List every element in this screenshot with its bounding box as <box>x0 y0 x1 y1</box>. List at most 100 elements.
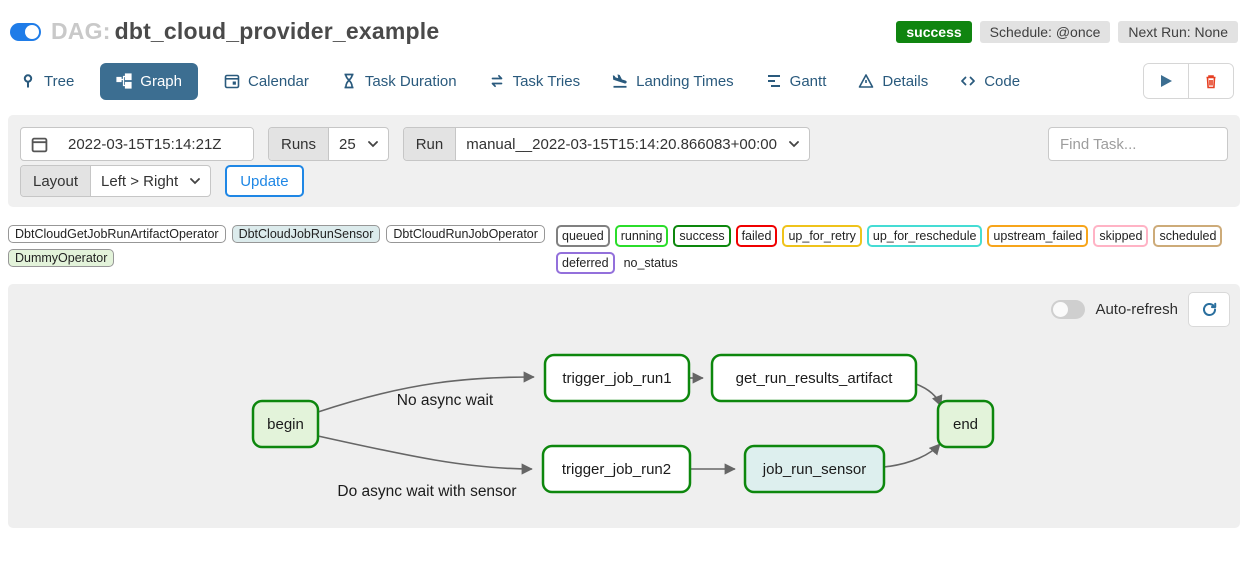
chevron-down-icon <box>190 177 201 184</box>
status-legend: queued running success failed up_for_ret… <box>556 225 1240 274</box>
legend-status[interactable]: up_for_reschedule <box>866 225 983 247</box>
tab-calendar[interactable]: Calendar <box>224 73 309 90</box>
tab-label: Landing Times <box>636 72 734 90</box>
layout-value: Left > Right <box>101 172 179 190</box>
refresh-button[interactable] <box>1188 292 1230 327</box>
no-status-label: no_status <box>623 256 678 270</box>
tree-icon <box>23 74 33 88</box>
layout-group: Layout Left > Right <box>20 165 212 197</box>
node-label: end <box>953 416 978 433</box>
repeat-icon <box>491 74 502 88</box>
refresh-icon <box>1202 302 1216 316</box>
graph-node-trigger_job_run2[interactable]: trigger_job_run2 <box>541 444 692 494</box>
run-value: manual__2022-03-15T15:14:20.866083+00:00 <box>466 135 777 153</box>
tab-gantt[interactable]: Gantt <box>766 72 827 90</box>
calendar-icon <box>31 137 48 152</box>
tab-label: Task Duration <box>364 72 457 90</box>
chevron-down-icon <box>789 140 799 147</box>
runs-group: Runs 25 <box>268 127 389 161</box>
legend: DbtCloudGetJobRunArtifactOperator DbtClo… <box>0 213 1248 276</box>
find-task-input[interactable] <box>1048 127 1228 161</box>
graph-node-job_run_sensor[interactable]: job_run_sensor <box>743 444 886 494</box>
trigger-dag-button[interactable] <box>1144 64 1188 98</box>
delete-dag-button[interactable] <box>1188 64 1233 98</box>
tab-label: Code <box>984 72 1021 90</box>
warning-triangle-icon <box>859 74 874 88</box>
legend-operator: DbtCloudJobRunSensor <box>231 225 381 243</box>
layout-select[interactable]: Left > Right <box>91 166 210 196</box>
run-group: Run manual__2022-03-15T15:14:20.866083+0… <box>402 127 810 161</box>
graph-node-end[interactable]: end <box>936 399 995 449</box>
status-badge: success <box>896 20 972 43</box>
legend-operator: DummyOperator <box>8 249 115 267</box>
legend-status[interactable]: deferred <box>556 252 615 274</box>
legend-status[interactable]: skipped <box>1093 225 1149 247</box>
schedule-badge: Schedule: @once <box>979 20 1111 43</box>
dag-actions <box>1143 63 1234 99</box>
filter-panel: Runs 25 Run manual__2022-03-15T15:14:20.… <box>8 115 1240 207</box>
legend-status[interactable]: running <box>614 225 669 247</box>
legend-status[interactable]: scheduled <box>1153 225 1223 247</box>
hourglass-icon <box>344 73 354 89</box>
edge-label: No async wait <box>397 392 494 409</box>
runs-select[interactable]: 25 <box>329 128 388 160</box>
tab-code[interactable]: Code <box>960 73 1020 90</box>
auto-refresh-toggle[interactable] <box>1051 300 1086 319</box>
legend-status[interactable]: queued <box>556 225 610 247</box>
base-date-group <box>20 127 254 161</box>
legend-status[interactable]: up_for_retry <box>782 225 862 247</box>
graph-node-begin[interactable]: begin <box>251 399 320 449</box>
graph-icon <box>116 73 132 89</box>
edge-label: Do async wait with sensor <box>337 483 516 500</box>
runs-value: 25 <box>339 135 356 153</box>
graph-edge <box>317 435 533 475</box>
legend-operator: DbtCloudGetJobRunArtifactOperator <box>8 225 226 243</box>
tab-label: Tree <box>44 72 75 90</box>
play-icon <box>1161 75 1172 87</box>
graph-edge <box>883 443 941 468</box>
graph-panel: Auto-refresh No async wait Do async wait… <box>8 284 1240 528</box>
page-title: DAG:dbt_cloud_provider_example <box>51 18 439 45</box>
tab-tree[interactable]: Tree <box>20 73 74 90</box>
tab-landing-times[interactable]: Landing Times <box>612 73 734 90</box>
tab-label: Graph <box>140 72 182 90</box>
runs-label: Runs <box>269 128 330 160</box>
tab-graph[interactable]: Graph <box>100 62 198 100</box>
toggle-knob <box>1053 302 1069 317</box>
tab-task-tries[interactable]: Task Tries <box>489 73 580 90</box>
trash-icon <box>1206 75 1216 89</box>
legend-status[interactable]: failed <box>735 225 778 247</box>
gantt-icon <box>767 75 780 87</box>
dag-pause-toggle[interactable] <box>10 22 41 41</box>
tab-label: Gantt <box>789 72 827 90</box>
legend-status[interactable]: success <box>673 225 731 247</box>
base-date-input[interactable] <box>58 128 253 160</box>
node-label: trigger_job_run1 <box>562 370 671 387</box>
graph-node-get_run_results_artifact[interactable]: get_run_results_artifact <box>710 353 918 403</box>
dag-name: dbt_cloud_provider_example <box>114 18 440 44</box>
graph-node-trigger_job_run1[interactable]: trigger_job_run1 <box>543 353 691 403</box>
run-select[interactable]: manual__2022-03-15T15:14:20.866083+00:00 <box>456 128 809 160</box>
graph-edge <box>915 383 943 407</box>
graph-edge <box>317 371 535 413</box>
update-button[interactable]: Update <box>225 165 304 197</box>
view-tabs: Tree Graph Calendar Task Duration Task T… <box>0 49 1248 109</box>
node-label: trigger_job_run2 <box>562 461 671 478</box>
plane-landing-icon <box>612 74 627 88</box>
layout-label: Layout <box>21 166 92 196</box>
tab-label: Calendar <box>248 72 309 90</box>
graph-toolbar: Auto-refresh <box>1051 292 1230 327</box>
date-picker-button[interactable] <box>21 128 58 160</box>
dag-graph[interactable]: No async wait Do async wait with sensor … <box>8 284 1240 528</box>
node-label: begin <box>267 416 304 433</box>
toggle-knob <box>25 24 39 39</box>
header-badges: success Schedule: @once Next Run: None <box>896 20 1238 43</box>
chevron-down-icon <box>367 140 378 147</box>
legend-operator: DbtCloudRunJobOperator <box>386 225 545 243</box>
tab-details[interactable]: Details <box>858 73 928 90</box>
dag-header: DAG:dbt_cloud_provider_example success S… <box>0 0 1248 49</box>
tab-label: Details <box>882 72 929 90</box>
legend-status[interactable]: upstream_failed <box>987 225 1089 247</box>
auto-refresh-label: Auto-refresh <box>1095 301 1178 318</box>
tab-task-duration[interactable]: Task Duration <box>341 73 457 90</box>
